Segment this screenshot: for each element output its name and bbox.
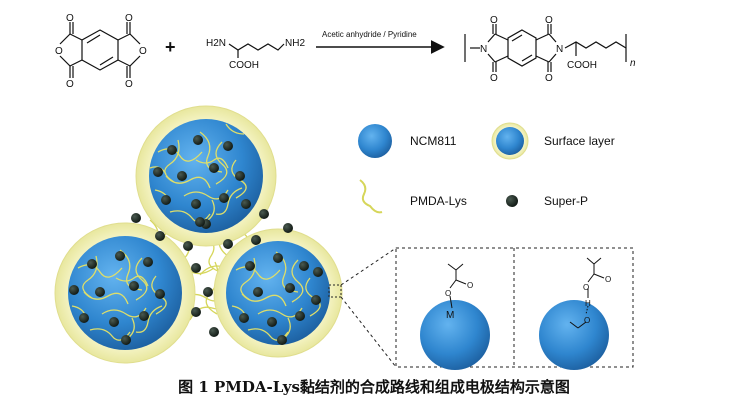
figure-caption: 图 1 PMDA-Lys黏结剂的合成路线和组成电极结构示意图 <box>178 378 570 396</box>
legend-super-p: Super-P <box>506 194 588 208</box>
plus-sign: + <box>165 37 176 57</box>
inset1-o-carbonyl: O <box>467 281 473 290</box>
zoom-source-box <box>328 284 342 298</box>
inset-panel-coordination: O O M <box>420 263 490 370</box>
legend-binder-label: PMDA-Lys <box>410 194 467 208</box>
legend-surface-layer-label: Surface layer <box>544 134 615 148</box>
product-o-1: O <box>490 15 498 26</box>
particle-right <box>213 228 343 358</box>
polyimide-structure <box>464 24 627 72</box>
lysine-structure <box>228 43 285 58</box>
lysine-nh2-left: H2N <box>206 38 226 49</box>
product-n-left: N <box>480 44 487 55</box>
super-p-right <box>239 253 323 345</box>
particle-cluster <box>54 105 343 364</box>
legend-super-p-label: Super-P <box>544 194 588 208</box>
reagent-label: Acetic anhydride / Pyridine <box>322 30 417 39</box>
product-o-3: O <box>490 73 498 84</box>
inset2-o-hydroxyl: O <box>583 283 589 292</box>
super-p-free <box>131 209 293 337</box>
legend-ncm811: NCM811 <box>358 124 457 158</box>
pmda-o-top-left: O <box>66 13 74 24</box>
pmda-o-bot-left: O <box>66 79 74 90</box>
repeat-unit-n: n <box>630 58 636 69</box>
super-p-top <box>153 135 251 229</box>
pmda-o-right: O <box>139 46 147 57</box>
lysine-cooh: COOH <box>229 60 259 71</box>
binder-fibers-top <box>149 123 247 223</box>
pmda-o-bot-right: O <box>125 79 133 90</box>
binder-fibers-right <box>231 251 321 341</box>
legend-binder: PMDA-Lys <box>359 179 467 214</box>
super-p-left <box>69 251 165 345</box>
product-o-4: O <box>545 73 553 84</box>
particle-left <box>54 222 196 364</box>
zoom-line-top <box>340 247 397 286</box>
inset2-h: H <box>585 299 591 308</box>
inset2-o-carbonyl: O <box>605 275 611 284</box>
particle-top <box>135 105 277 247</box>
inset-panel-hbond: O O H O <box>539 257 611 370</box>
inset2-o-surface: O <box>584 316 590 325</box>
zoom-line-bottom <box>340 296 397 368</box>
pmda-o-top-right: O <box>125 13 133 24</box>
metal-label: M <box>446 310 454 321</box>
pmda-structure <box>59 22 141 78</box>
product-o-2: O <box>545 15 553 26</box>
lysine-nh2-right: NH2 <box>285 38 305 49</box>
legend: NCM811 Surface layer PMDA-Lys Super-P <box>358 122 615 214</box>
legend-surface-layer: Surface layer <box>491 122 615 160</box>
legend-ncm811-label: NCM811 <box>410 134 457 148</box>
product-n-right: N <box>556 44 563 55</box>
product-cooh: COOH <box>567 60 597 71</box>
inset1-o-ether: O <box>445 289 451 298</box>
pmda-o-left: O <box>55 46 63 57</box>
